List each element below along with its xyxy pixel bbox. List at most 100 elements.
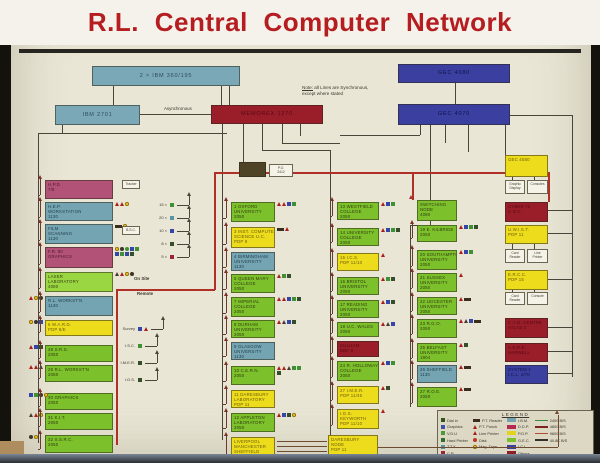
sb-icon (464, 225, 468, 229)
bar-icon (474, 320, 481, 323)
connector (38, 312, 40, 314)
connector-arrow (410, 220, 414, 224)
connector-arrow (224, 247, 228, 251)
sb-icon (386, 300, 390, 304)
connector (40, 319, 42, 332)
connector-arrow (38, 430, 42, 434)
wire (548, 279, 572, 281)
photo-bottom-edge (0, 454, 600, 463)
memorex-1270: MEMOREX 1270 (211, 105, 323, 124)
legend-title: LEGEND (501, 412, 530, 417)
sr-icon (170, 255, 174, 259)
node-31-k-i-t: 31 K.I.T.2050 (45, 413, 113, 430)
tp-icon (282, 366, 286, 370)
connector-arrow (330, 295, 334, 299)
tk-icon (464, 319, 468, 323)
connector (38, 288, 40, 290)
tp-icon (34, 365, 38, 369)
hook-arrow (155, 350, 159, 354)
hook-arrow (187, 231, 191, 235)
connector (332, 360, 334, 377)
sg-icon (292, 297, 296, 301)
bar-icon (464, 298, 471, 301)
connector (330, 291, 332, 293)
tp-icon (381, 386, 385, 390)
sk-icon (138, 378, 142, 382)
sg-icon (120, 252, 124, 256)
connector (38, 406, 40, 408)
connector (412, 224, 414, 238)
gec-4080-net: GEC 4080 (398, 64, 510, 83)
connector (40, 246, 42, 264)
device-icons (29, 296, 55, 300)
gpo-modem (239, 162, 266, 177)
connector-arrow (38, 360, 42, 364)
hook (189, 196, 191, 205)
sk-icon (396, 228, 400, 232)
wire (548, 327, 572, 329)
tk-icon (115, 272, 119, 276)
note-line1: all Lines are Synchronous, (314, 85, 369, 90)
legend-row: 4800 B/S (534, 424, 568, 431)
wire (277, 451, 327, 453)
wire (367, 447, 558, 449)
connector-arrow (224, 432, 228, 436)
legend-row: D.D.P. (507, 424, 530, 431)
tp-icon (29, 365, 33, 369)
wire (62, 125, 64, 134)
hook-arrow (187, 205, 191, 209)
hook-arrow (187, 218, 191, 222)
connector (332, 252, 334, 267)
dy-icon (29, 320, 33, 324)
connector (40, 223, 42, 240)
legend-row: Disk (472, 437, 502, 444)
legend-label: Dial in (447, 417, 458, 423)
connector (38, 378, 40, 380)
connector (412, 249, 414, 266)
tag-box: Consoles (527, 180, 548, 194)
connector (226, 296, 228, 313)
device-icons (381, 228, 407, 232)
tp-icon (120, 272, 124, 276)
sg-icon (34, 393, 38, 397)
legend-row: Line Printer (472, 430, 502, 437)
tp-icon (277, 274, 281, 278)
connector (222, 289, 226, 291)
tag-box: Console (527, 292, 548, 305)
sg-icon (282, 274, 286, 278)
connector (332, 408, 334, 425)
connector (410, 238, 412, 240)
sk-icon (277, 371, 281, 375)
connector (412, 272, 414, 288)
hook (145, 363, 157, 365)
speed-line-icon (534, 419, 548, 422)
connector (38, 426, 40, 428)
sk-icon (170, 242, 174, 246)
wire (229, 85, 231, 105)
wire (505, 125, 507, 155)
legend-label: 2400 B/S (549, 417, 566, 423)
wire (430, 125, 432, 225)
hook (177, 244, 189, 246)
legend-label: P.T. Reader (481, 417, 503, 423)
device-icons (29, 413, 55, 417)
device-icons (381, 277, 407, 281)
node-27-r-o-e: 27 R.O.E.2050 (417, 387, 457, 407)
legend-label: I.B.M. (518, 417, 529, 423)
wire (572, 115, 574, 377)
connector (38, 240, 40, 242)
connector-arrow (38, 315, 42, 319)
connector (38, 358, 40, 360)
legend-row: Hard Printer (441, 437, 468, 444)
